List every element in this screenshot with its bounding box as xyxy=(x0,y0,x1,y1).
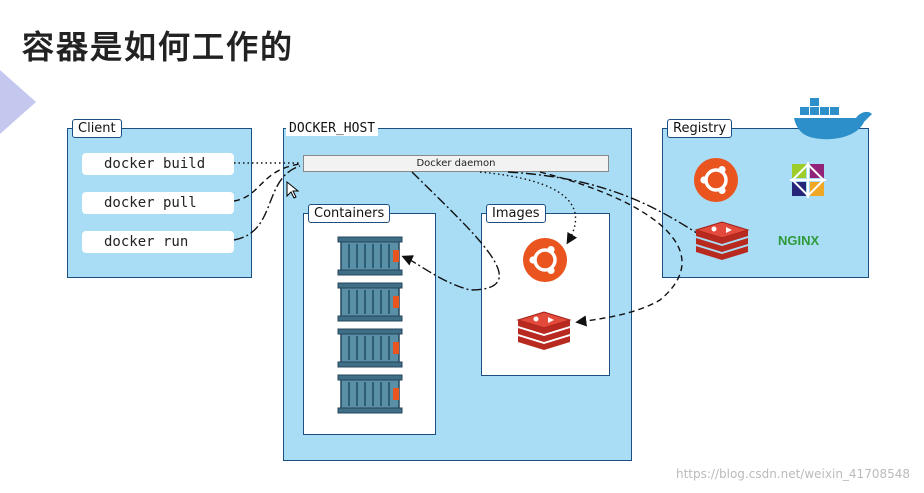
container-icon-1 xyxy=(337,236,403,276)
ubuntu-to-container-arrow xyxy=(401,171,500,291)
registry-to-ubuntu-line xyxy=(507,171,701,236)
images-label: Images xyxy=(486,204,546,223)
ubuntu-registry-icon xyxy=(692,156,740,204)
docker-run-command: docker run xyxy=(82,231,234,253)
centos-icon xyxy=(790,162,826,198)
run-connector xyxy=(233,165,301,241)
containers-label: Containers xyxy=(308,204,391,223)
mouse-cursor-icon xyxy=(286,180,300,199)
client-panel: Client docker build docker pull docker r… xyxy=(67,119,252,278)
docker-pull-command: docker pull xyxy=(82,192,234,214)
registry-label: Registry xyxy=(667,119,733,138)
docker-build-command: docker build xyxy=(82,153,234,175)
container-icon-2 xyxy=(337,282,403,322)
redis-registry-icon xyxy=(695,221,749,261)
registry-panel: Registry xyxy=(662,119,869,278)
ubuntu-image-icon xyxy=(521,236,569,284)
redis-image-icon xyxy=(517,311,571,351)
docker-host-label: DOCKER_HOST xyxy=(286,121,379,136)
client-label: Client xyxy=(72,119,122,138)
watermark: https://blog.csdn.net/weixin_41708548 xyxy=(675,467,910,481)
docker-whale-icon xyxy=(794,98,872,140)
container-icon-4 xyxy=(337,374,403,414)
registry-to-redis-arrow xyxy=(539,171,683,327)
nginx-logo: NGINX xyxy=(778,233,820,248)
decorative-triangle xyxy=(0,70,36,134)
daemon-to-images-arrow xyxy=(479,171,578,245)
page-title: 容器是如何工作的 xyxy=(22,28,295,66)
pull-connector xyxy=(233,163,301,202)
docker-daemon-bar: Docker daemon xyxy=(303,155,609,172)
container-icon-3 xyxy=(337,328,403,368)
